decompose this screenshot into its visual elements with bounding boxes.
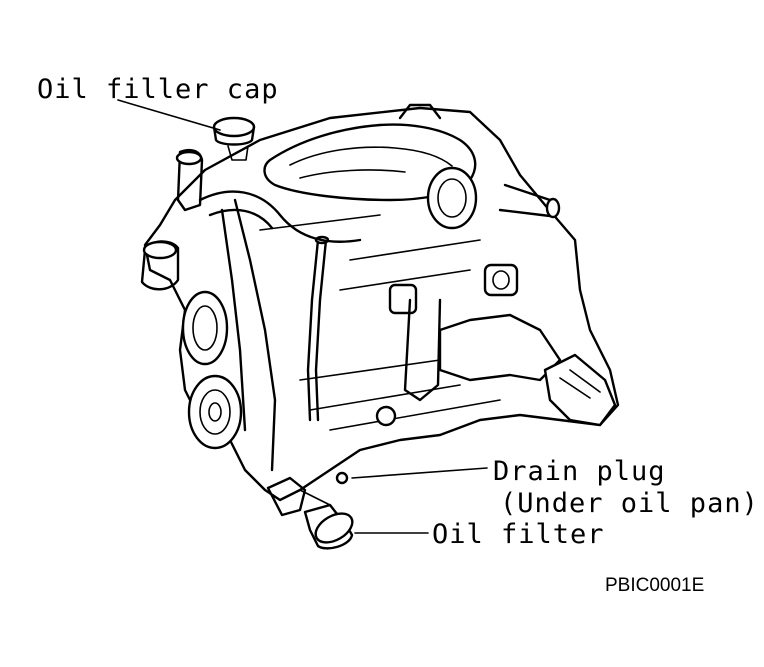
oil-filter-label: Oil filter — [432, 519, 605, 550]
oil-filler-cap-label: Oil filler cap — [37, 74, 279, 105]
drain-plug-note-label: (Under oil pan) — [500, 488, 759, 519]
figure-code: PBIC0001E — [605, 575, 705, 596]
drain-plug-label: Drain plug — [493, 456, 666, 487]
engine-illustration — [117, 99, 620, 550]
